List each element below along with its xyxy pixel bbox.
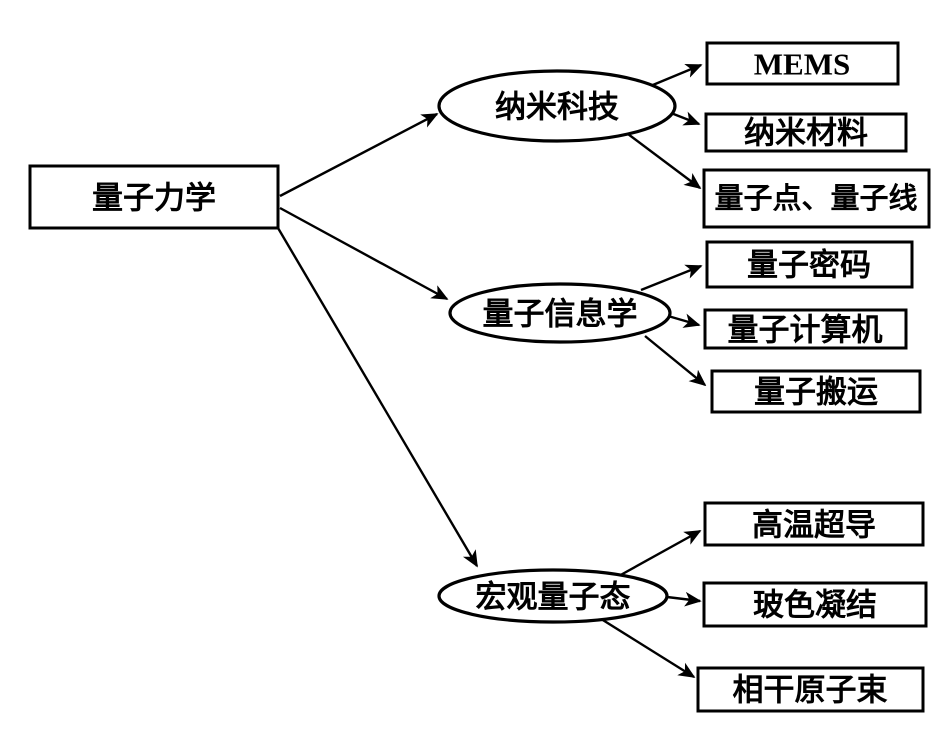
edge-macro-to-coherent-atomic-beam: [589, 610, 696, 679]
edge-qinfo-to-quantum-computer: [667, 313, 701, 328]
leaf-nanomaterials-box: [704, 112, 908, 153]
leaf-nanomaterials-label: 纳米材料: [744, 116, 868, 151]
leaf-node-quantum-cryptography: 量子密码: [705, 240, 914, 289]
branch-macroscopic-quantum-state-label: 宏观量子态: [476, 580, 631, 615]
leaf-coherent-atomic-beam-box: [696, 666, 925, 713]
branch-node-nanotech: 纳米科技: [437, 69, 677, 143]
edge-nanotech-to-mems: [647, 63, 703, 89]
leaf-node-high-temp-superconductivity: 高温超导: [703, 501, 925, 547]
leaf-quantum-cryptography-box: [705, 240, 914, 289]
leaf-high-temp-superconductivity-box: [703, 501, 925, 547]
leaf-bose-condensation-label: 玻色凝结: [753, 588, 877, 623]
leaf-node-coherent-atomic-beam: 相干原子束: [696, 666, 925, 713]
leaf-node-quantum-teleportation: 量子搬运: [710, 369, 922, 414]
leaf-mems-box: [705, 41, 900, 86]
leaf-bose-condensation-box: [702, 581, 928, 628]
edge-nanotech-to-quantum-dots-wires: [627, 133, 702, 190]
leaf-node-quantum-computer: 量子计算机: [703, 308, 908, 350]
edge-macro-to-bose-condensation: [666, 591, 702, 607]
root-node-box: [28, 164, 280, 230]
branch-quantum-information-label: 量子信息学: [483, 297, 638, 332]
branch-nanotech-label: 纳米科技: [495, 90, 619, 125]
edge-qinfo-to-quantum-teleportation: [644, 335, 707, 387]
branch-macroscopic-quantum-state-ellipse: [437, 568, 669, 624]
edge-macro-to-high-temp-superconductivity: [616, 529, 702, 579]
leaf-node-quantum-dots-wires: 量子点、量子线: [702, 168, 931, 229]
branch-nanotech-ellipse: [437, 69, 677, 143]
branch-node-macroscopic-quantum-state: 宏观量子态: [437, 568, 669, 624]
branch-quantum-information-ellipse: [448, 282, 672, 344]
leaf-quantum-dots-wires-box: [702, 168, 931, 229]
root-node: 量子力学: [28, 164, 280, 230]
leaf-quantum-cryptography-label: 量子密码: [747, 248, 871, 283]
leaf-high-temp-superconductivity-label: 高温超导: [752, 508, 876, 543]
leaf-quantum-teleportation-box: [710, 369, 922, 414]
root-node-label: 量子力学: [92, 181, 216, 216]
leaf-quantum-dots-wires-label: 量子点、量子线: [714, 182, 917, 215]
branch-node-quantum-information: 量子信息学: [448, 282, 672, 344]
edge-qinfo-to-quantum-cryptography: [640, 264, 703, 292]
leaf-mems-label: MEMS: [754, 47, 850, 82]
leaf-node-bose-condensation: 玻色凝结: [702, 581, 928, 628]
leaf-quantum-computer-box: [703, 308, 908, 350]
edge-root-to-macroscopic-quantum-state: [276, 227, 479, 568]
edge-root-to-nanotech: [279, 112, 439, 198]
edge-nanotech-to-nanomaterials: [670, 111, 701, 126]
edge-root-to-quantum-information: [279, 206, 449, 301]
leaf-node-nanomaterials: 纳米材料: [704, 112, 908, 153]
leaf-quantum-computer-label: 量子计算机: [728, 313, 883, 348]
leaf-quantum-teleportation-label: 量子搬运: [754, 375, 878, 410]
leaf-coherent-atomic-beam-label: 相干原子束: [733, 673, 888, 708]
leaf-node-mems: MEMS: [705, 41, 900, 86]
